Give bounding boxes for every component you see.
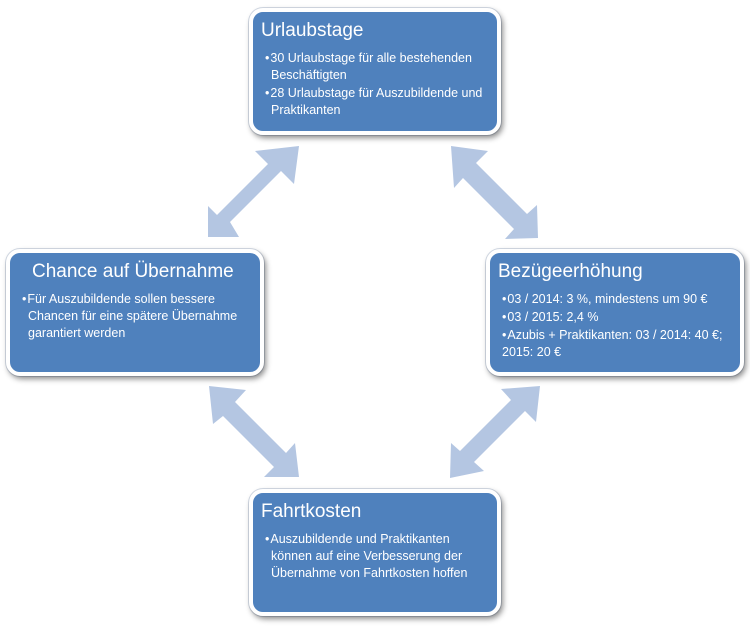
node-list: Für Auszubildende sollen bessere Chancen… (18, 291, 250, 342)
node-title: Urlaubstage (261, 20, 364, 41)
list-item: 28 Urlaubstage für Auszubildende und Pra… (261, 85, 487, 119)
node-list: Auszubildende und Praktikanten können au… (261, 531, 487, 582)
node-fahrtkosten: Fahrtkosten Auszubildende und Praktikant… (249, 489, 501, 616)
list-item: 03 / 2014: 3 %, mindestens um 90 € (498, 291, 730, 308)
arrow-urlaub-bezug (451, 146, 538, 239)
node-bezuegeerhoehung: Bezügeerhöhung 03 / 2014: 3 %, mindesten… (486, 249, 744, 376)
list-item: Auszubildende und Praktikanten können au… (261, 531, 487, 582)
node-chance-auf-uebernahme: Chance auf Übernahme Für Auszubildende s… (6, 249, 264, 376)
node-list: 03 / 2014: 3 %, mindestens um 90 € 03 / … (498, 291, 730, 361)
list-item: 30 Urlaubstage für alle bestehenden Besc… (261, 50, 487, 84)
node-title: Bezügeerhöhung (498, 261, 643, 282)
node-title: Chance auf Übernahme (32, 261, 234, 282)
arrow-urlaub-chance (208, 146, 299, 237)
node-urlaubstage: Urlaubstage 30 Urlaubstage für alle best… (249, 8, 501, 135)
node-title: Fahrtkosten (261, 501, 362, 522)
arrow-bezug-fahrt (450, 386, 540, 478)
node-list: 30 Urlaubstage für alle bestehenden Besc… (261, 50, 487, 119)
arrow-chance-fahrt (209, 386, 299, 477)
list-item: Azubis + Praktikanten: 03 / 2014: 40 €; … (498, 327, 730, 361)
list-item: Für Auszubildende sollen bessere Chancen… (18, 291, 250, 342)
list-item: 03 / 2015: 2,4 % (498, 309, 730, 326)
